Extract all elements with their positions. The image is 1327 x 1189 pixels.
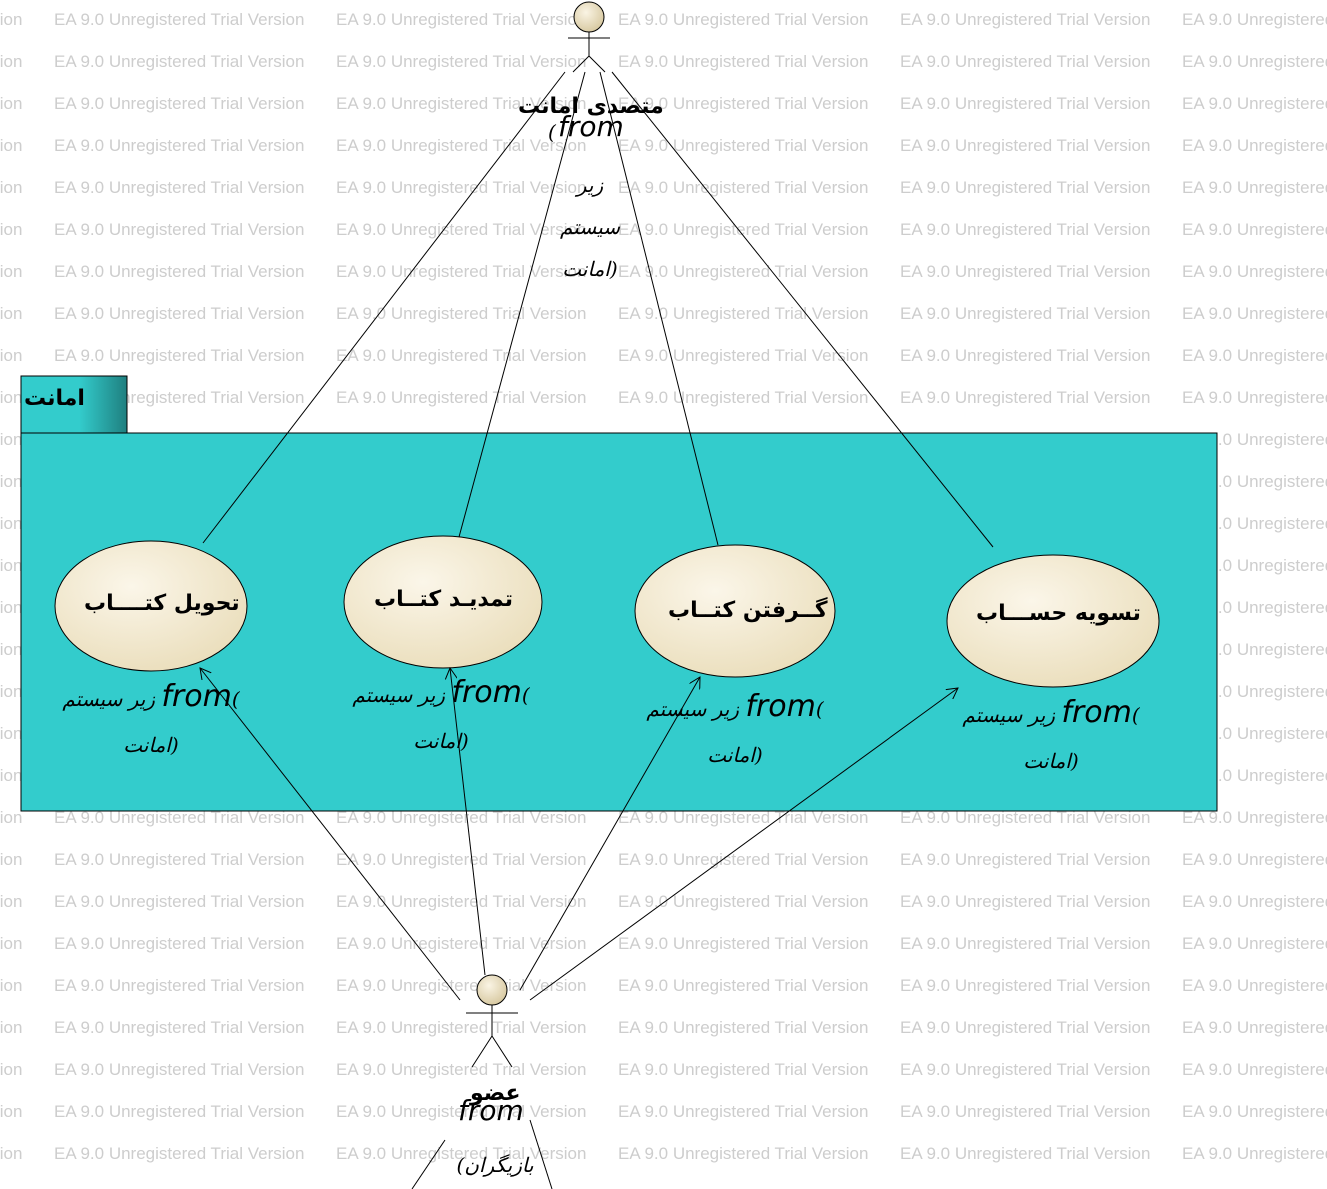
use-case-source-line2: امانت) xyxy=(1023,749,1079,773)
package-name: امانت xyxy=(24,386,85,411)
use-case-source-line1: زیر سیستم xyxy=(352,683,445,707)
actor-top-source-line: امانت) xyxy=(562,257,618,281)
actor-bottom[interactable] xyxy=(411,974,553,1189)
actor-head xyxy=(476,974,508,1006)
association-line xyxy=(611,71,994,548)
association-line xyxy=(202,71,566,544)
use-case-name-settle-account[interactable]: تسویه حســـاب xyxy=(976,601,1141,626)
use-case-source-label: زیر سیستم from( امانت) xyxy=(952,690,1150,784)
association-arrow xyxy=(450,668,486,976)
use-case-ellipse[interactable] xyxy=(634,544,836,678)
use-case-source-line1: زیر سیستم xyxy=(962,703,1055,727)
use-case-source-line1: زیر سیستم xyxy=(62,687,155,711)
use-case-source-line2: امانت) xyxy=(707,743,763,767)
from-keyword: from xyxy=(1061,695,1132,730)
association-arrow xyxy=(519,677,700,991)
actor-top-source: ( زیر سیستم امانت) xyxy=(530,122,650,290)
use-case-name-deliver-book[interactable]: تحویل کتــــاب xyxy=(84,591,240,616)
use-case-ellipse[interactable] xyxy=(946,554,1160,688)
use-case-source-label: زیر سیستم from( امانت) xyxy=(636,684,834,778)
from-keyword: from xyxy=(161,679,232,714)
use-case-source-label: زیر سیستم from( امانت) xyxy=(342,670,540,764)
use-case-source-line1: زیر سیستم xyxy=(646,697,739,721)
actor-bottom-name: عضو xyxy=(470,1081,521,1106)
use-case-source-label: زیر سیستم from( امانت) xyxy=(52,674,250,768)
association-line xyxy=(458,71,586,538)
association-arrow xyxy=(200,668,461,1001)
from-keyword: from xyxy=(451,675,522,710)
actor-bottom-from: from xyxy=(458,1094,524,1127)
actor-top-name: متصدی امانت xyxy=(518,94,664,119)
package-tab xyxy=(20,375,128,434)
actor-top-source-line: سیستم xyxy=(560,215,620,239)
actor-head xyxy=(573,1,605,33)
actor-bottom-source: (بازیگران xyxy=(456,1153,534,1177)
use-case-ellipse[interactable] xyxy=(54,540,248,672)
use-case-source-line2: امانت) xyxy=(123,733,179,757)
actor-top-source-line: زیر xyxy=(576,173,604,197)
use-case-name-renew-book[interactable]: تمدیـد کتــاب xyxy=(374,587,514,612)
from-keyword: from xyxy=(745,689,816,724)
use-case-name-borrow-book[interactable]: گــرفتن کتــاب xyxy=(668,598,828,623)
actor-top-source-line: ( xyxy=(548,120,556,144)
actor-top[interactable] xyxy=(568,1,610,73)
actor-top-from: from xyxy=(558,110,624,143)
use-case-ellipse[interactable] xyxy=(343,535,543,669)
use-case-source-line2: امانت) xyxy=(413,729,469,753)
association-line xyxy=(599,71,719,546)
association-arrow xyxy=(529,688,958,1001)
